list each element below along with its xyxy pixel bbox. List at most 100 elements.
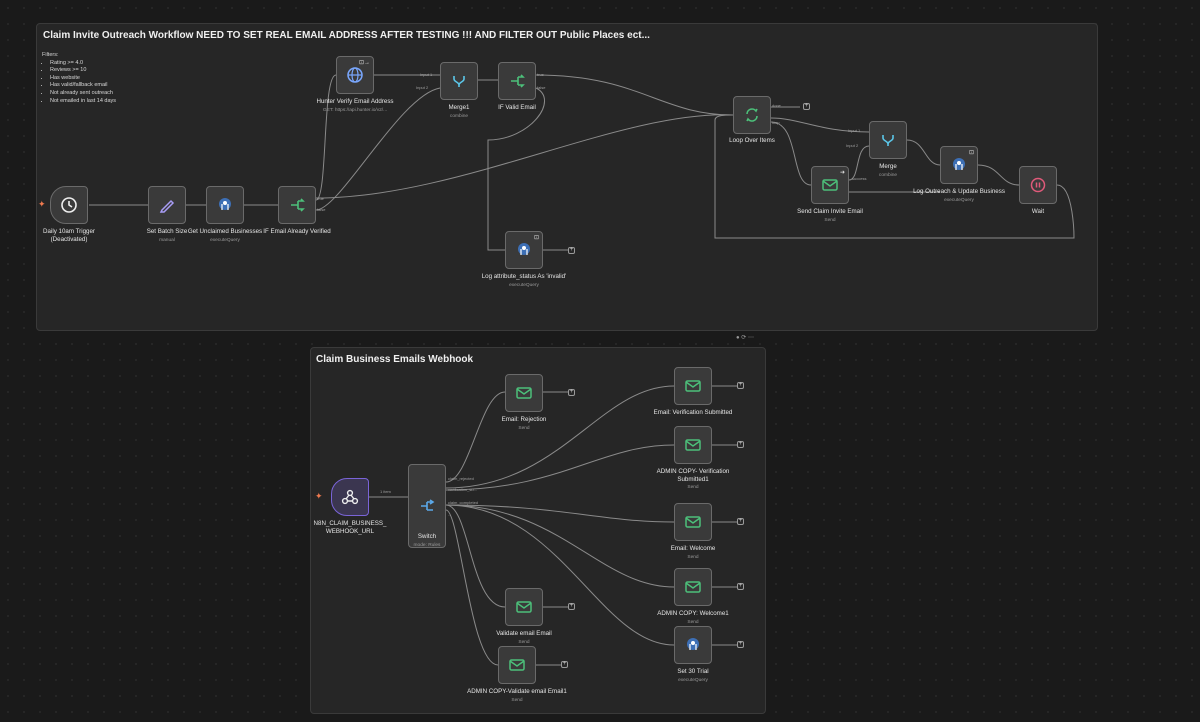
node-merge1[interactable] [440, 62, 478, 100]
if-icon [511, 74, 525, 88]
pause-icon [1030, 177, 1046, 193]
filter-item: Has website [50, 75, 116, 83]
node-label: Log attribute_status As 'invalid'execute… [481, 273, 567, 288]
postgres-icon [953, 158, 965, 170]
workflow-group-claim-invite[interactable]: Claim Invite Outreach Workflow NEED TO S… [36, 23, 1098, 331]
node-email-verification-submitted[interactable] [674, 367, 712, 405]
node-email-welcome[interactable] [674, 503, 712, 541]
node-daily-trigger[interactable] [50, 186, 88, 224]
add-node-button[interactable]: + [737, 382, 744, 389]
external-link-icon: ⊡→ [358, 60, 370, 66]
postgres-icon [687, 638, 699, 650]
node-label: IF Email Already Verified [263, 228, 331, 235]
node-log-invalid[interactable]: ⊡ [505, 231, 543, 269]
filters-heading: Filters: [42, 52, 59, 58]
merge-icon [453, 76, 465, 87]
port-label: loop [772, 120, 780, 125]
node-label: IF Valid Email [498, 104, 536, 111]
port-label: claim_rejected [448, 476, 474, 481]
group-title: Claim Invite Outreach Workflow NEED TO S… [43, 30, 650, 41]
filter-item: Rating >= 4.0 [50, 60, 116, 68]
node-email-rejection[interactable] [505, 374, 543, 412]
node-validate-email[interactable] [505, 588, 543, 626]
node-if-email-verified[interactable] [278, 186, 316, 224]
filter-item: Not already sent outreach [50, 90, 116, 98]
trigger-bolt-icon: ✦ [38, 199, 46, 209]
node-hunter-verify[interactable]: ⊡→ [336, 56, 374, 94]
postgres-icon [518, 243, 530, 255]
add-node-button[interactable]: + [561, 661, 568, 668]
port-label: success [852, 176, 867, 181]
filter-item: Has valid/fallback email [50, 82, 116, 90]
add-node-button[interactable]: + [803, 103, 810, 110]
add-node-button[interactable]: + [568, 389, 575, 396]
external-link-icon: ⊡ [533, 235, 539, 241]
port-label: claim_completed [448, 500, 479, 505]
mail-icon [822, 179, 838, 191]
mail-icon [516, 601, 532, 613]
port-label: done [772, 103, 781, 108]
node-loop-over-items[interactable] [733, 96, 771, 134]
node-merge[interactable] [869, 121, 907, 159]
node-label: Wait [1031, 208, 1045, 215]
node-switch[interactable] [408, 464, 446, 548]
filters-note: Filters: Rating >= 4.0 Reviews >= 10 Has… [42, 52, 116, 105]
external-link-icon: ⊡ [968, 150, 974, 156]
clock-icon [61, 197, 77, 213]
mail-icon [516, 387, 532, 399]
port-label: Input 1 [848, 128, 861, 133]
port-label: false [317, 207, 326, 212]
node-admin-welcome[interactable] [674, 568, 712, 606]
node-label: N8N_CLAIM_BUSINESS_ WEBHOOK_URL [313, 520, 387, 535]
mail-icon [685, 516, 701, 528]
mail-icon [509, 659, 525, 671]
port-label: true [317, 196, 324, 201]
port-label: verification_su... [448, 487, 477, 492]
port-label: 1 item [380, 489, 391, 494]
group-toolbar[interactable]: ● ⟳ ⋯ [736, 335, 754, 341]
node-log-outreach[interactable]: ⊡ [940, 146, 978, 184]
node-send-claim-invite[interactable]: ➜ [811, 166, 849, 204]
node-wait[interactable] [1019, 166, 1057, 204]
node-get-unclaimed-businesses[interactable] [206, 186, 244, 224]
merge-icon [882, 135, 894, 146]
group-title: Claim Business Emails Webhook [316, 354, 474, 365]
node-if-valid-email[interactable] [498, 62, 536, 100]
add-node-button[interactable]: + [737, 441, 744, 448]
add-node-button[interactable]: + [737, 641, 744, 648]
node-admin-validate-email[interactable] [498, 646, 536, 684]
node-label: Loop Over Items [729, 137, 775, 144]
webhook-icon [341, 489, 359, 505]
mail-icon [685, 581, 701, 593]
node-set-batch-size[interactable] [148, 186, 186, 224]
node-set-30-trial[interactable] [674, 626, 712, 664]
arrow-icon: ➜ [839, 170, 845, 176]
add-node-button[interactable]: + [737, 583, 744, 590]
node-label: Daily 10am Trigger(Deactivated) [43, 228, 95, 243]
trigger-bolt-icon: ✦ [315, 491, 323, 501]
mail-icon [685, 439, 701, 451]
port-label: Input 2 [416, 85, 429, 90]
filter-item: Not emailed in last 14 days [50, 98, 116, 106]
add-node-button[interactable]: + [568, 247, 575, 254]
add-node-button[interactable]: + [568, 603, 575, 610]
node-admin-verification-submitted[interactable] [674, 426, 712, 464]
add-node-button[interactable]: + [737, 518, 744, 525]
postgres-icon [219, 198, 231, 210]
node-webhook[interactable] [331, 478, 369, 516]
pencil-icon [159, 199, 175, 213]
port-label: true [537, 72, 544, 77]
